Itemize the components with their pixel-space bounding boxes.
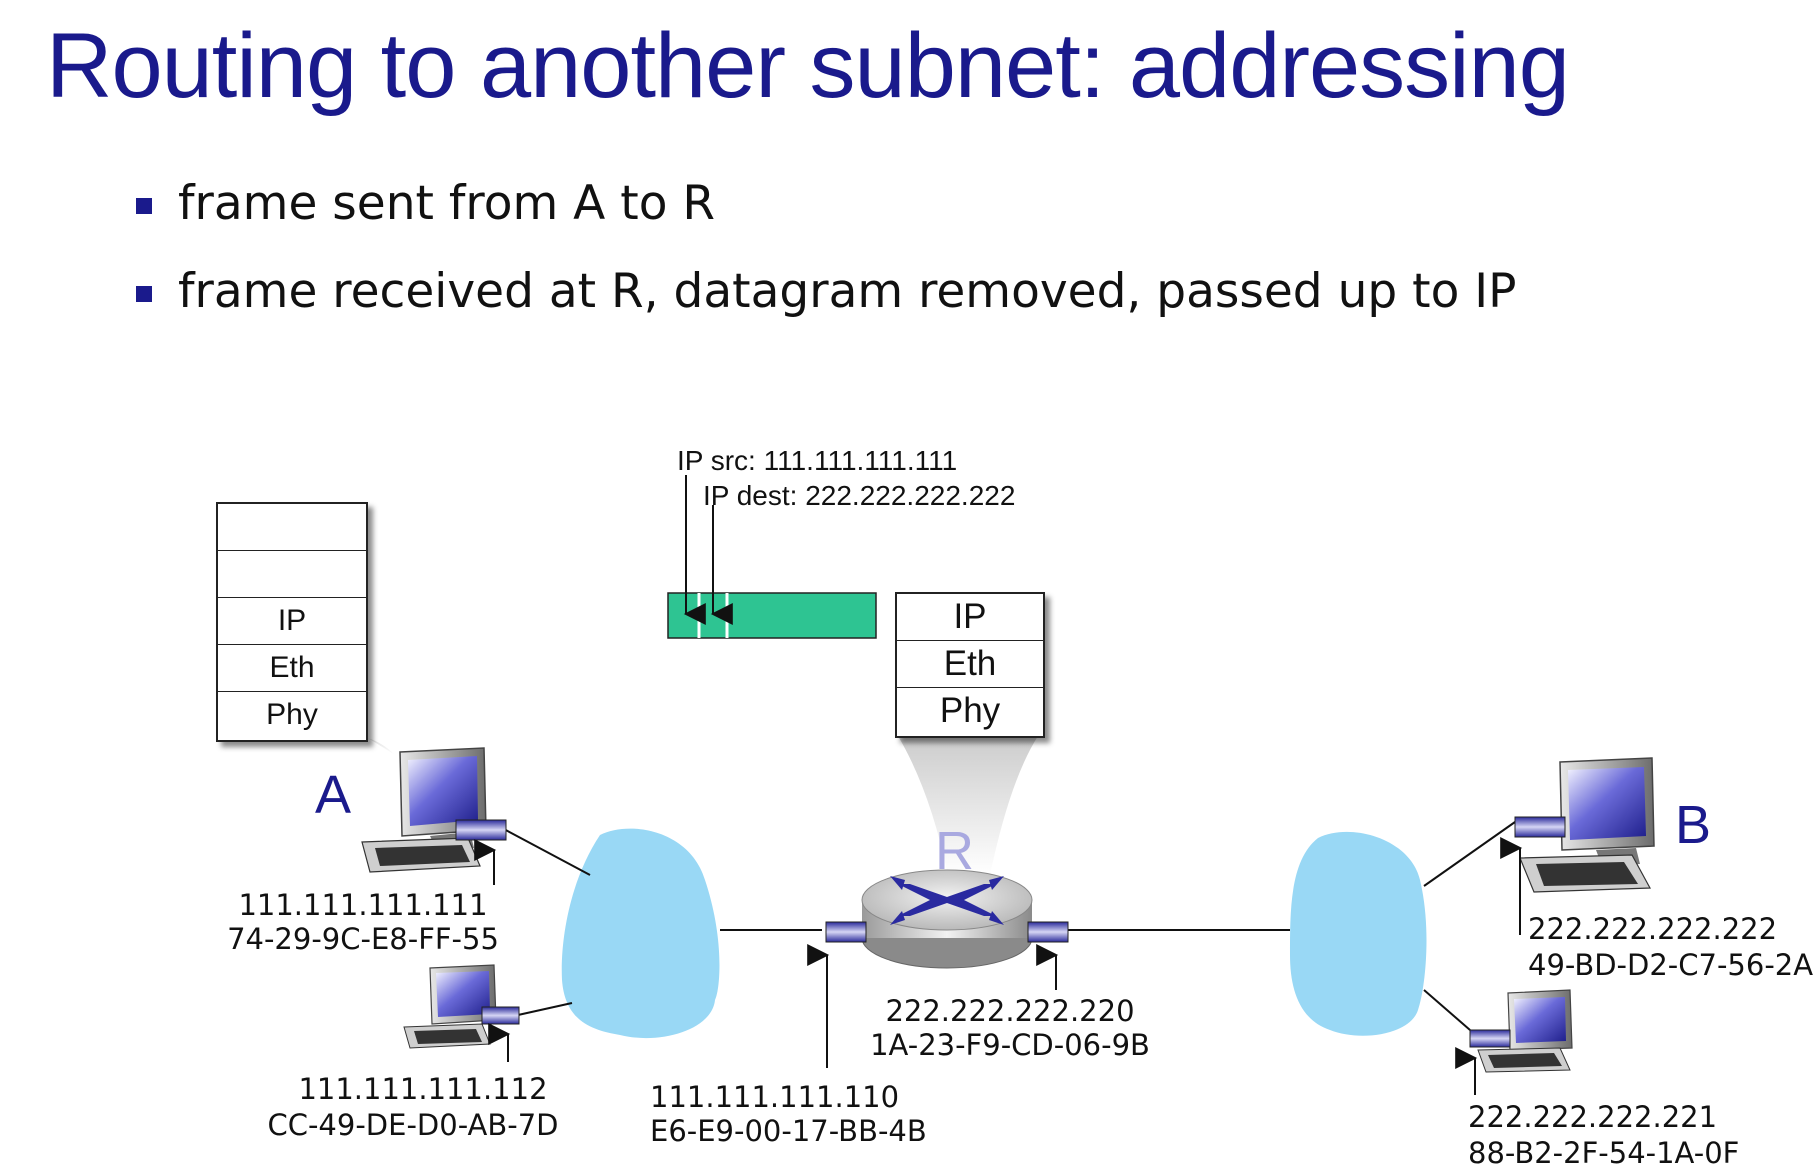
host-b2-computer [1469, 989, 1573, 1073]
bullet-marker [136, 198, 152, 214]
router-icon [825, 869, 1069, 969]
bullet-marker [136, 286, 152, 302]
bullet-text: frame received at R, datagram removed, p… [178, 264, 1517, 319]
link-host-b2 [1423, 989, 1471, 1031]
subnet-cloud-right [1290, 831, 1427, 1036]
slide-title: Routing to another subnet: addressing [46, 15, 1570, 117]
bullet-text: frame sent from A to R [178, 176, 716, 231]
subnet-cloud-left [561, 828, 720, 1039]
router-left-ip: 111.111.111.110 [650, 1080, 900, 1114]
link-host-a [501, 827, 591, 876]
router-letter: R [935, 821, 974, 881]
host-b2-mac: 88-B2-2F-54-1A-0F [1468, 1136, 1740, 1170]
host-a2-ip: 111.111.111.112 [298, 1072, 548, 1106]
stack-layer-eth: Eth [218, 645, 366, 692]
host-b-ip: 222.222.222.222 [1528, 912, 1778, 946]
stack-layer-empty [218, 504, 366, 551]
stack-layer-phy: Phy [939, 691, 1001, 730]
host-a2-computer [403, 964, 520, 1049]
host-a-mac: 74-29-9C-E8-FF-55 [227, 922, 499, 956]
host-a2-mac: CC-49-DE-D0-AB-7D [267, 1108, 559, 1142]
host-a-letter: A [315, 765, 352, 825]
stack-layer-ip: IP [218, 598, 366, 645]
stack-layer-ip: IP [897, 594, 1043, 641]
host-a-protocol-stack: IP Eth Phy [216, 502, 368, 742]
router-right-mac: 1A-23-F9-CD-06-9B [870, 1028, 1150, 1062]
host-b-computer [1514, 757, 1655, 893]
router-right-ip: 222.222.222.220 [885, 994, 1135, 1028]
stack-layer-eth: Eth [897, 641, 1043, 688]
link-host-b [1423, 821, 1516, 887]
ip-src-label: IP src: 111.111.111.111 [677, 445, 958, 476]
host-a-computer [361, 747, 507, 873]
host-b-mac: 49-BD-D2-C7-56-2A [1528, 948, 1814, 982]
stack-layer-phy: Phy [266, 698, 318, 731]
router-left-mac: E6-E9-00-17-BB-4B [650, 1114, 927, 1148]
link-host-a2 [517, 1002, 573, 1016]
host-b-letter: B [1675, 795, 1712, 855]
router-protocol-stack: IP Eth Phy [895, 592, 1045, 738]
host-b2-ip: 222.222.222.221 [1468, 1100, 1718, 1134]
router-stack-callout [898, 736, 1038, 875]
ip-dest-label: IP dest: 222.222.222.222 [703, 480, 1016, 511]
host-a-ip: 111.111.111.111 [238, 888, 488, 922]
stack-layer-empty [218, 551, 366, 598]
